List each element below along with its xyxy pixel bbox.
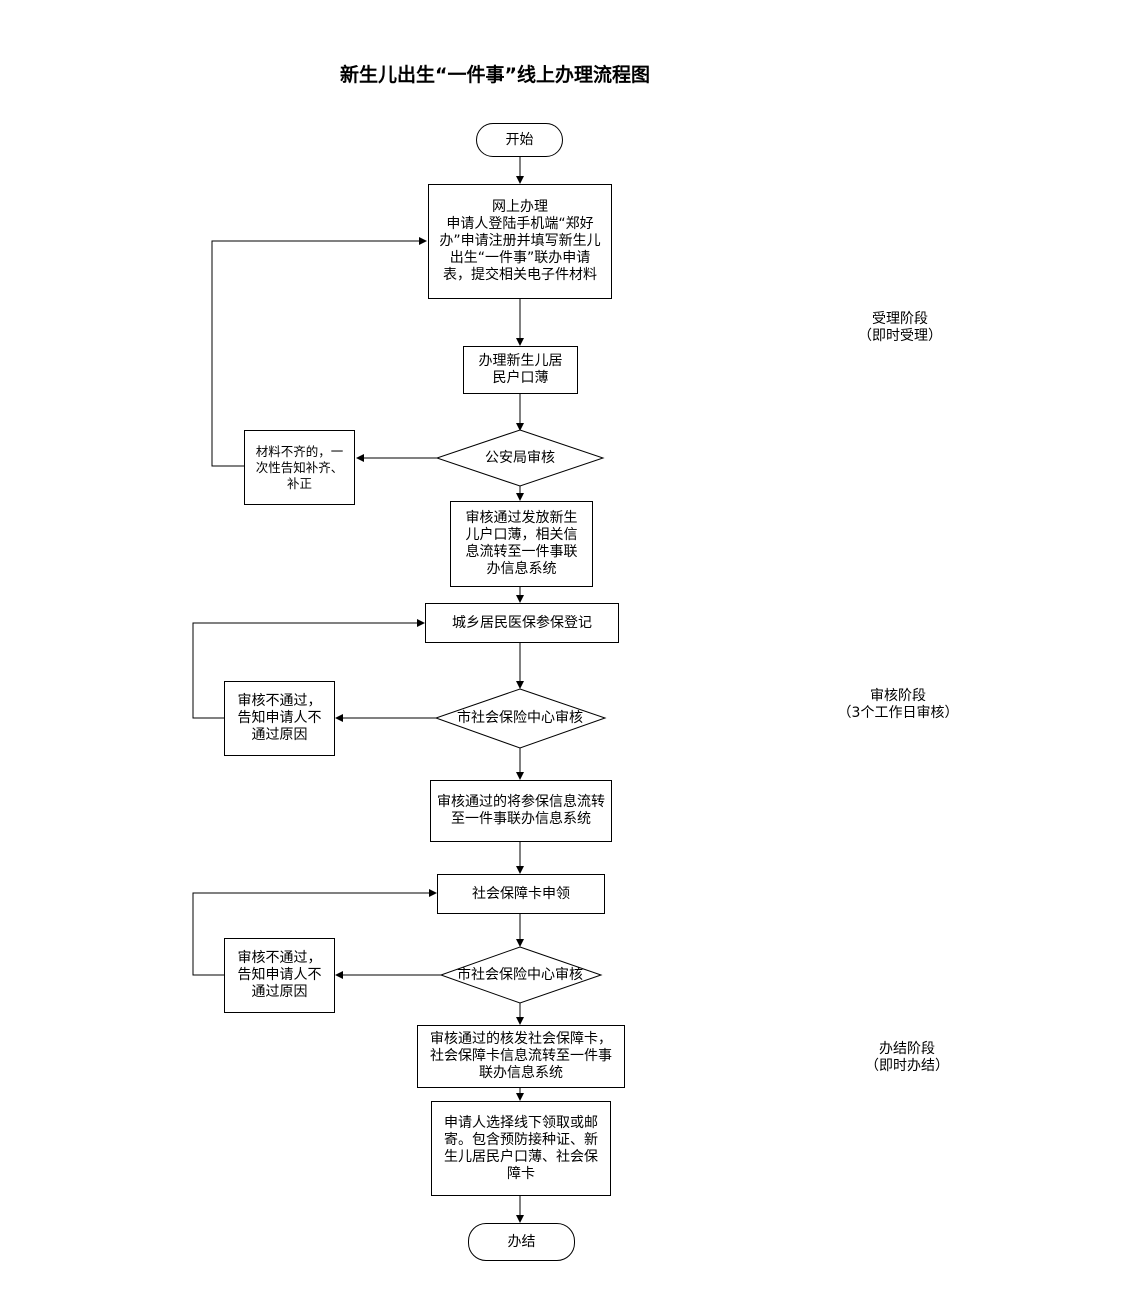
social-review-1-decision: 市社会保险中心审核 xyxy=(446,706,594,730)
arrow-incomplete-loop xyxy=(211,237,427,467)
online-apply-label: 网上办理 申请人登陆手机端“郑好办”申请注册并填写新生儿出生“一件事”联办申请表… xyxy=(439,199,601,283)
material-incomplete-step: 材料不齐的，一 次性告知补齐、 补正 xyxy=(244,430,355,505)
pickup-step: 申请人选择线下领取或邮寄。包含预防接种证、新生儿居民户口薄、社会保障卡 xyxy=(431,1101,611,1196)
reject-1-label: 审核不通过， 告知申请人不 通过原因 xyxy=(237,693,322,743)
household-register-step: 办理新生儿居 民户口薄 xyxy=(463,346,578,394)
end-terminal: 办结 xyxy=(468,1223,575,1261)
social-review-2-decision: 市社会保险中心审核 xyxy=(446,963,594,987)
start-label: 开始 xyxy=(505,131,534,148)
pickup-label: 申请人选择线下领取或邮寄。包含预防接种证、新生儿居民户口薄、社会保障卡 xyxy=(444,1114,598,1182)
card-approved-label: 审核通过的核发社会保障卡，社会保障卡信息流转至一件事联办信息系统 xyxy=(430,1031,612,1081)
medical-insurance-label: 城乡居民医保参保登记 xyxy=(452,614,592,631)
insurance-approved-step: 审核通过的将参保信息流转至一件事联办信息系统 xyxy=(430,780,612,842)
police-review-decision: 公安局审核 xyxy=(462,446,578,470)
online-apply-step: 网上办理 申请人登陆手机端“郑好办”申请注册并填写新生儿出生“一件事”联办申请表… xyxy=(428,184,612,299)
social-review-2-label: 市社会保险中心审核 xyxy=(457,966,583,983)
stage-completion: 办结阶段 （即时办结） xyxy=(865,1041,949,1074)
social-review-1-label: 市社会保险中心审核 xyxy=(457,709,583,726)
card-apply-label: 社会保障卡申领 xyxy=(472,885,570,902)
card-approved-step: 审核通过的核发社会保障卡，社会保障卡信息流转至一件事联办信息系统 xyxy=(417,1025,625,1088)
page-title: 新生儿出生“一件事”线上办理流程图 xyxy=(340,64,650,86)
police-review-label: 公安局审核 xyxy=(485,449,555,466)
arrow-reject2-loop xyxy=(192,889,437,976)
diamond-social-review-2 xyxy=(439,946,603,1004)
arrow-reject1-loop xyxy=(192,619,425,719)
material-incomplete-label: 材料不齐的，一 次性告知补齐、 补正 xyxy=(255,443,344,491)
police-approved-label: 审核通过发放新生儿户口薄，相关信息流转至一件事联办信息系统 xyxy=(465,510,578,577)
diamond-social-review-1 xyxy=(434,688,607,749)
stage-acceptance: 受理阶段 （即时受理） xyxy=(858,311,942,344)
end-label: 办结 xyxy=(507,1233,536,1250)
card-apply-step: 社会保障卡申领 xyxy=(437,874,605,914)
reject-2-step: 审核不通过， 告知申请人不 通过原因 xyxy=(224,938,335,1013)
household-register-label: 办理新生儿居 民户口薄 xyxy=(478,353,563,386)
start-terminal: 开始 xyxy=(476,123,563,157)
insurance-approved-label: 审核通过的将参保信息流转至一件事联办信息系统 xyxy=(437,794,605,827)
diamond-police-review xyxy=(435,429,605,487)
reject-1-step: 审核不通过， 告知申请人不 通过原因 xyxy=(224,681,335,756)
stage-review: 审核阶段 （3个工作日审核） xyxy=(837,688,959,721)
police-approved-step: 审核通过发放新生儿户口薄，相关信息流转至一件事联办信息系统 xyxy=(450,501,593,587)
reject-2-label: 审核不通过， 告知申请人不 通过原因 xyxy=(237,950,322,1000)
medical-insurance-step: 城乡居民医保参保登记 xyxy=(425,603,619,643)
